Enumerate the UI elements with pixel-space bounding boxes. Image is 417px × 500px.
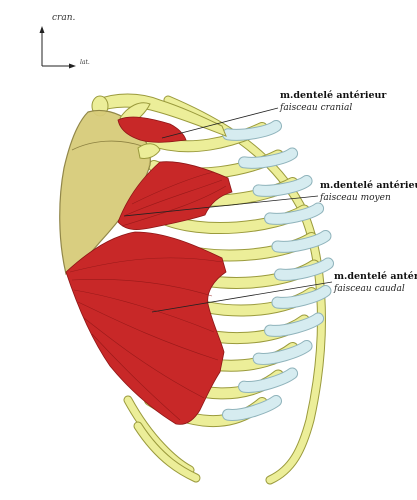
muscle-middle-bundle	[117, 161, 233, 230]
scapula-spine-ridge	[71, 140, 143, 151]
label-cranial-title: m.dentelé antérieur	[280, 90, 387, 101]
labels: m.dentelé antérieur faisceau cranial m.d…	[123, 90, 417, 313]
floating-rib	[134, 422, 200, 482]
leader-cranial	[161, 107, 279, 139]
cartilage-segment	[223, 396, 281, 420]
label-caudal-subtitle: faisceau caudal	[333, 284, 405, 294]
cartilage-segment	[265, 313, 324, 336]
coracoid-process	[137, 143, 161, 159]
cartilage-segment	[275, 258, 333, 280]
muscle-caudal-bundle	[65, 231, 227, 425]
cartilage-segment	[223, 121, 281, 140]
lateral-axis-label: lat.	[80, 59, 90, 66]
cartilage-segment	[265, 203, 324, 224]
cartilage-segment	[253, 341, 312, 364]
cartilage-segment	[272, 286, 331, 308]
lateral-arrow-icon	[69, 63, 76, 69]
cartilage-segment	[253, 176, 312, 196]
leader-middle	[123, 195, 319, 217]
leader-caudal	[151, 281, 333, 313]
muscle-fibres	[69, 171, 227, 421]
label-cranial-subtitle: faisceau cranial	[279, 103, 352, 113]
orientation-axes: cran. lat.	[39, 13, 90, 69]
cartilage-segment	[239, 368, 298, 392]
label-middle-subtitle: faisceau moyen	[319, 193, 391, 203]
label-middle-title: m.dentelé antérieur	[320, 180, 417, 191]
cranial-arrow-icon	[39, 26, 45, 33]
serratus-anterior	[65, 116, 233, 425]
floating-rib	[124, 396, 194, 474]
cranial-axis-label: cran.	[52, 13, 76, 23]
cartilage-segment	[239, 148, 298, 168]
label-caudal-title: m.dentelé antérieur	[334, 271, 417, 282]
costal-cartilage	[222, 120, 334, 421]
cartilage-segment	[272, 231, 331, 252]
